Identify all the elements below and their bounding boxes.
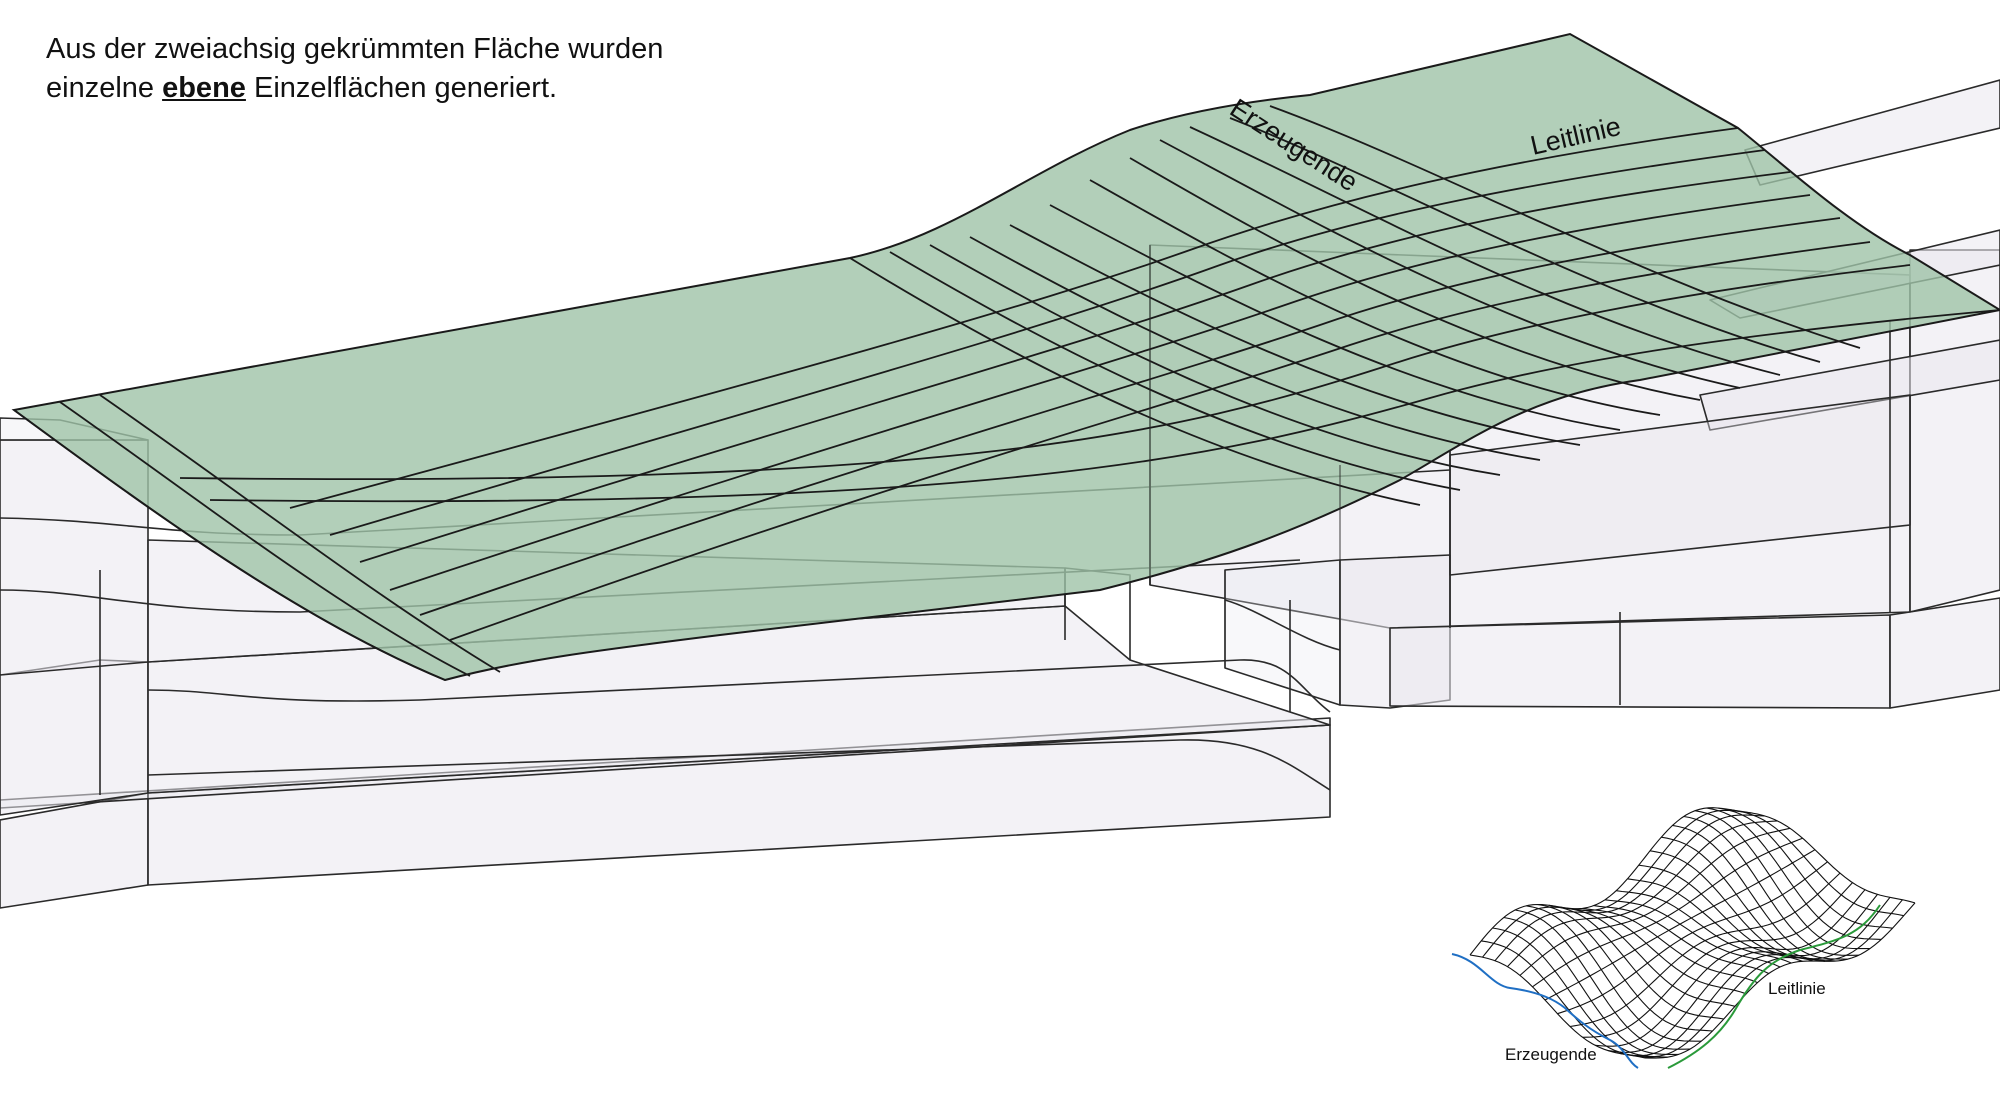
inset-mesh-line bbox=[1503, 916, 1679, 1055]
curved-lower-band bbox=[147, 739, 1331, 791]
inset-guide-line-label: Leitlinie bbox=[1768, 979, 1826, 998]
inset-mesh-diagram: Erzeugende Leitlinie bbox=[1451, 807, 1916, 1069]
far-right-lower-box bbox=[1389, 614, 1891, 709]
curved-valley-band bbox=[147, 659, 1331, 713]
far-right-lower-box-r bbox=[1889, 597, 2000, 709]
inset-generatrix-curve bbox=[1451, 953, 1639, 1069]
inset-mesh-line bbox=[1706, 807, 1882, 940]
inset-mesh-line bbox=[1694, 810, 1870, 950]
inset-generatrix-label: Erzeugende bbox=[1505, 1045, 1597, 1064]
inner-frame bbox=[1149, 245, 1451, 668]
inset-mesh-line bbox=[1739, 810, 1916, 904]
guide-lines bbox=[179, 127, 2000, 641]
caption-line-2: einzelne ebene Einzelflächen generiert. bbox=[46, 69, 806, 108]
caption-emphasis: ebene bbox=[162, 72, 246, 104]
inset-mesh-line bbox=[1481, 940, 1657, 1059]
left-middle-block bbox=[0, 659, 149, 816]
inset-mesh-line bbox=[1537, 903, 1713, 1032]
inset-mesh-line bbox=[1649, 850, 1826, 962]
long-lower-band-2 bbox=[0, 559, 1301, 613]
inset-mesh-line bbox=[1683, 815, 1859, 956]
caption: Aus der zweiachsig gekrümmten Fläche wur… bbox=[46, 30, 806, 108]
far-right-bar-low bbox=[1699, 339, 2000, 431]
caption-line-1: Aus der zweiachsig gekrümmten Fläche wur… bbox=[46, 33, 664, 65]
mid-band-right-2 bbox=[1224, 599, 1341, 651]
inset-mesh-line bbox=[1469, 954, 1646, 1059]
inset-mesh-line bbox=[1482, 809, 1753, 958]
inset-mesh-line bbox=[1638, 864, 1814, 962]
inset-mesh-line bbox=[1559, 906, 1736, 1007]
inset-mesh-line bbox=[1604, 899, 1781, 968]
caption-line-2-prefix: einzelne bbox=[46, 72, 155, 104]
inset-mesh-line bbox=[1571, 907, 1747, 995]
inset-mesh-line bbox=[1526, 905, 1702, 1042]
double-curved-surface bbox=[11, 32, 2000, 682]
inset-mesh-line bbox=[1728, 808, 1904, 917]
inset-mesh-line bbox=[1616, 890, 1792, 964]
inset-wavy-mesh bbox=[1469, 807, 1916, 1059]
inset-mesh-line bbox=[1661, 836, 1837, 962]
inset-mesh-line bbox=[1582, 907, 1758, 984]
inset-mesh-line bbox=[1514, 909, 1691, 1050]
inset-mesh-line bbox=[1717, 807, 1893, 929]
inset-mesh-line bbox=[1593, 905, 1770, 975]
inset-mesh-line bbox=[1672, 824, 1848, 960]
inset-mesh-line bbox=[1492, 927, 1668, 1058]
inset-guide-curve bbox=[1667, 904, 1881, 1069]
inset-mesh-line bbox=[1627, 878, 1803, 962]
right-central-inner bbox=[1224, 559, 1341, 706]
caption-line-2-suffix: Einzelflächen generiert. bbox=[253, 72, 558, 104]
inset-mesh-line bbox=[1548, 904, 1724, 1020]
